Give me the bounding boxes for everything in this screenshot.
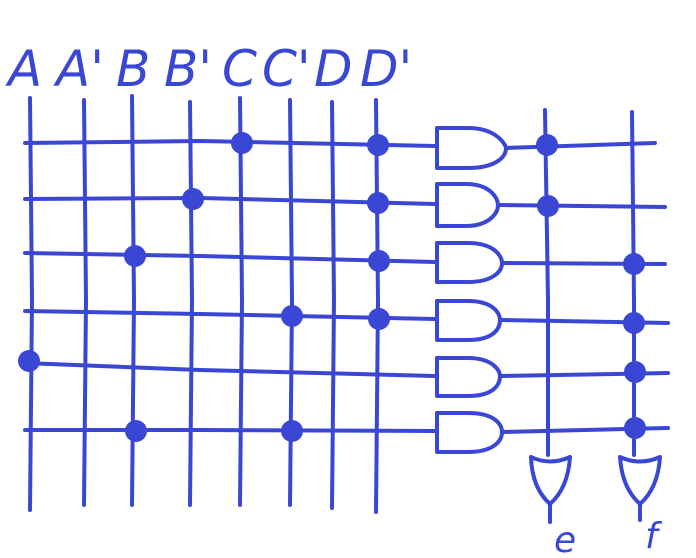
input-label-a: A bbox=[5, 40, 42, 98]
product-line-6 bbox=[23, 428, 437, 433]
or-gate-f bbox=[618, 455, 662, 506]
connection-dot bbox=[623, 312, 645, 334]
and-plane-connections bbox=[18, 132, 390, 442]
input-labels: A A' B B' C C' D D' bbox=[5, 40, 412, 98]
input-label-d-prime: D' bbox=[360, 40, 412, 98]
input-line-d-prime bbox=[374, 98, 381, 514]
connection-dot bbox=[125, 420, 147, 442]
input-line-a bbox=[28, 96, 35, 512]
product-line-5 bbox=[23, 361, 437, 378]
input-label-b-prime: B' bbox=[164, 40, 212, 98]
and-gate-2 bbox=[435, 182, 500, 228]
connection-dot bbox=[624, 361, 646, 383]
and-gates bbox=[435, 126, 508, 454]
output-label-e: e bbox=[554, 520, 576, 558]
connection-dot bbox=[231, 132, 253, 154]
and-output-line-1 bbox=[504, 141, 657, 150]
connection-dot bbox=[124, 245, 146, 267]
connection-dot bbox=[368, 308, 390, 330]
or-gate-e bbox=[529, 455, 572, 506]
input-label-c-prime: C' bbox=[262, 40, 311, 98]
and-output-line-2 bbox=[496, 203, 667, 209]
input-line-b-prime bbox=[188, 100, 195, 507]
product-line-1 bbox=[23, 138, 437, 148]
product-term-lines bbox=[23, 138, 437, 433]
connection-dot bbox=[281, 305, 303, 327]
input-label-b: B bbox=[116, 40, 150, 98]
and-gate-5 bbox=[435, 356, 502, 398]
output-label-f: f bbox=[645, 516, 663, 557]
or-gates bbox=[529, 455, 662, 524]
connection-dot bbox=[18, 350, 40, 372]
connection-dot bbox=[537, 195, 559, 217]
and-gate-1 bbox=[435, 126, 508, 170]
connection-dot bbox=[182, 188, 204, 210]
connection-dot bbox=[536, 134, 558, 156]
input-label-d: D bbox=[314, 40, 353, 98]
or-plane-connections bbox=[536, 134, 646, 439]
connection-dot bbox=[624, 417, 646, 439]
or-column-line-f bbox=[630, 110, 636, 457]
input-line-c-prime bbox=[288, 98, 295, 507]
and-output-lines bbox=[496, 141, 670, 434]
and-gate-4 bbox=[435, 299, 502, 342]
input-line-b bbox=[130, 94, 137, 507]
connection-dot bbox=[281, 420, 303, 442]
connection-dot bbox=[367, 134, 389, 156]
or-column-line-e bbox=[543, 108, 550, 457]
input-label-c: C bbox=[222, 40, 257, 98]
connection-dot bbox=[623, 253, 645, 275]
input-line-c bbox=[238, 96, 245, 507]
or-column-lines bbox=[543, 108, 636, 457]
input-line-d bbox=[330, 100, 337, 510]
connection-dot bbox=[368, 250, 390, 272]
and-gate-6 bbox=[435, 411, 504, 454]
input-lines bbox=[28, 94, 381, 514]
input-line-a-prime bbox=[82, 98, 89, 507]
input-label-a-prime: A' bbox=[53, 40, 104, 98]
product-line-3 bbox=[23, 251, 437, 264]
product-line-4 bbox=[23, 309, 437, 321]
and-gate-3 bbox=[435, 241, 504, 284]
connection-dot bbox=[367, 192, 389, 214]
